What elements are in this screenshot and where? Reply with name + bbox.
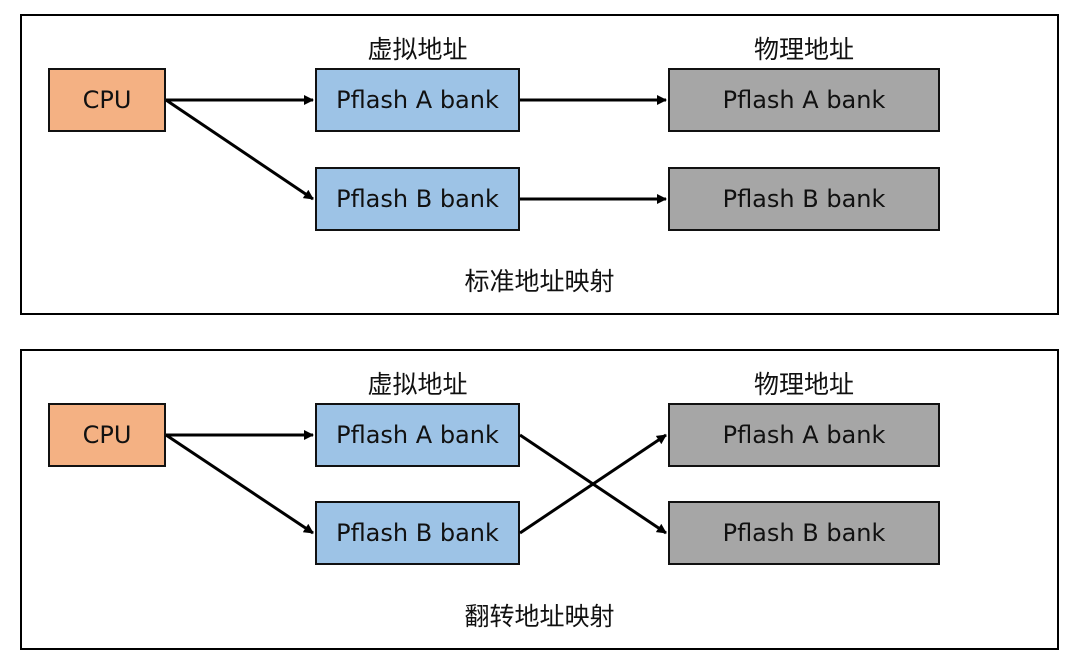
virtual-pflash-b-bank: Pflash B bank bbox=[315, 167, 520, 231]
standard-mapping-caption: 标准地址映射 bbox=[464, 267, 615, 296]
virtual-address-header-2: 虚拟地址 bbox=[367, 370, 468, 399]
arrow-virt-b-to-phys-a-2 bbox=[519, 433, 667, 535]
arrow-cpu-to-virt-b bbox=[165, 98, 314, 201]
arrow-cpu-to-virt-b-2 bbox=[165, 433, 314, 535]
physical-pflash-b-bank-2: Pflash B bank bbox=[668, 501, 940, 565]
swapped-mapping-caption: 翻转地址映射 bbox=[464, 602, 615, 631]
cpu-box-2: CPU bbox=[48, 403, 166, 467]
virtual-pflash-a-bank: Pflash A bank bbox=[315, 68, 520, 132]
cpu-box: CPU bbox=[48, 68, 166, 132]
virtual-address-header: 虚拟地址 bbox=[367, 35, 468, 64]
physical-pflash-b-bank: Pflash B bank bbox=[668, 167, 940, 231]
standard-mapping-panel bbox=[20, 14, 1059, 315]
swapped-mapping-panel bbox=[20, 349, 1059, 650]
virtual-pflash-b-bank-2: Pflash B bank bbox=[315, 501, 520, 565]
physical-pflash-a-bank: Pflash A bank bbox=[668, 68, 940, 132]
physical-address-header: 物理地址 bbox=[753, 35, 854, 64]
virtual-pflash-a-bank-2: Pflash A bank bbox=[315, 403, 520, 467]
physical-pflash-a-bank-2: Pflash A bank bbox=[668, 403, 940, 467]
physical-address-header-2: 物理地址 bbox=[753, 370, 854, 399]
